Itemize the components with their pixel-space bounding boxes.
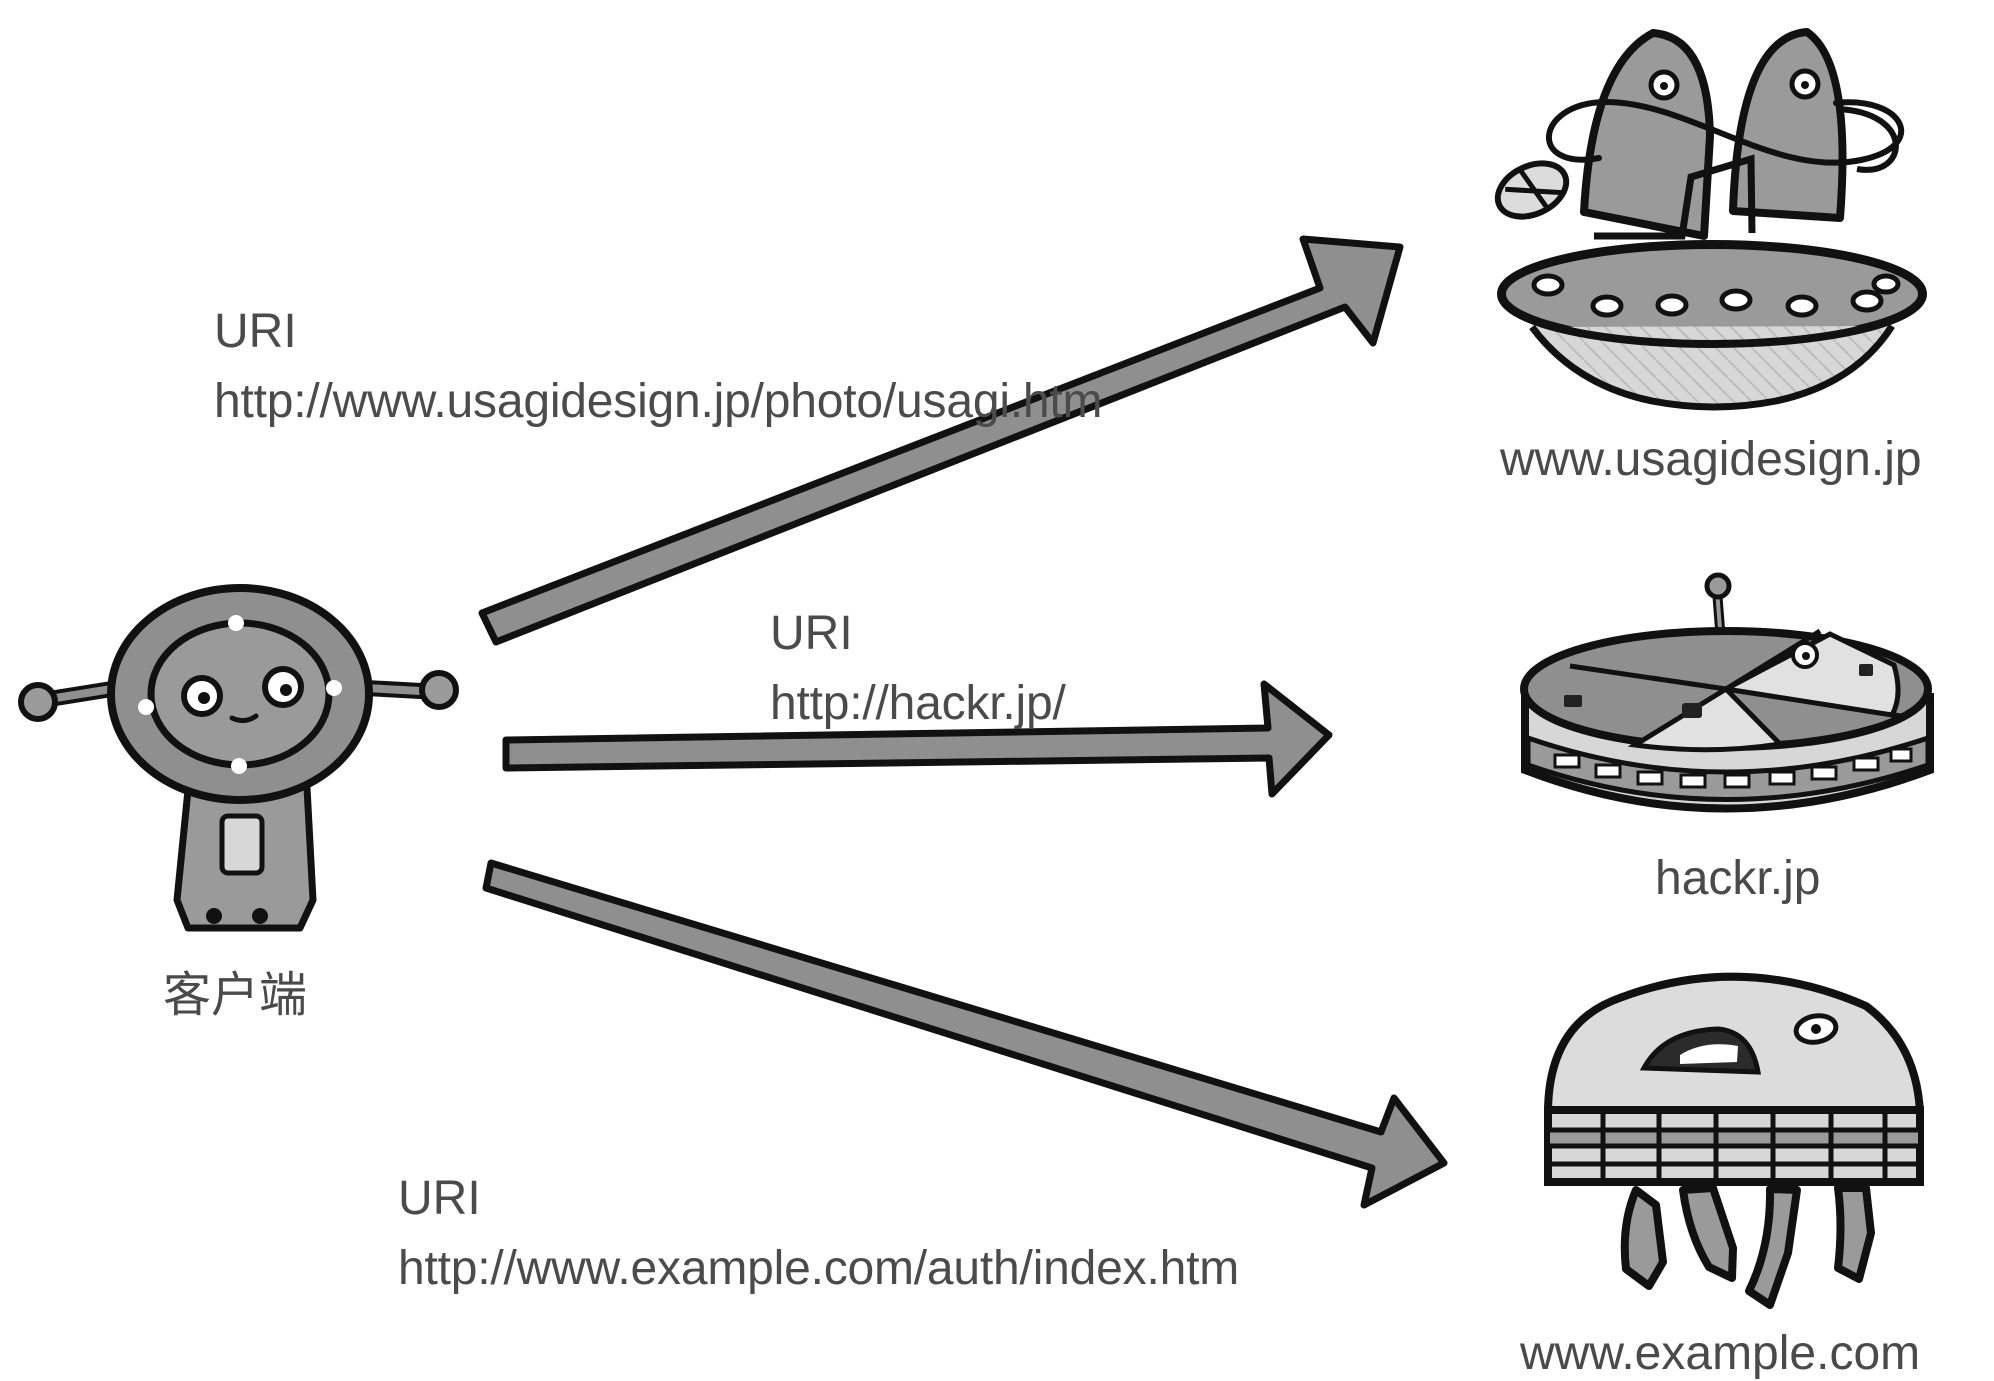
client-label: 客户端 [163, 967, 308, 1023]
uri-label-usagidesign: URI http://www.usagidesign.jp/photo/usag… [214, 302, 1103, 432]
uri-title-usagidesign: URI [214, 305, 297, 358]
server-rabbit-ufo-icon [1494, 28, 1927, 411]
uri-label-hackr: URI http://hackr.jp/ [770, 604, 1066, 734]
server-label-usagidesign: www.usagidesign.jp [1500, 433, 1922, 486]
uri-title-example: URI [398, 1172, 481, 1225]
server-jellyfish-ufo-icon [1544, 972, 1924, 1309]
client-robot-icon [18, 584, 459, 932]
request-arrow-usagidesign [478, 235, 1404, 646]
server-label-example: www.example.com [1520, 1327, 1921, 1380]
uri-url-example: http://www.example.com/auth/index.htm [398, 1242, 1239, 1295]
request-arrow-hackr [502, 680, 1333, 798]
uri-title-hackr: URI [770, 607, 853, 660]
request-arrow-example [482, 859, 1448, 1209]
uri-url-usagidesign: http://www.usagidesign.jp/photo/usagi.ht… [214, 375, 1103, 428]
server-label-hackr: hackr.jp [1655, 852, 1821, 905]
uri-url-hackr: http://hackr.jp/ [770, 677, 1066, 730]
server-disc-ufo-icon [1520, 572, 1934, 813]
uri-label-example: URI http://www.example.com/auth/index.ht… [398, 1169, 1239, 1299]
